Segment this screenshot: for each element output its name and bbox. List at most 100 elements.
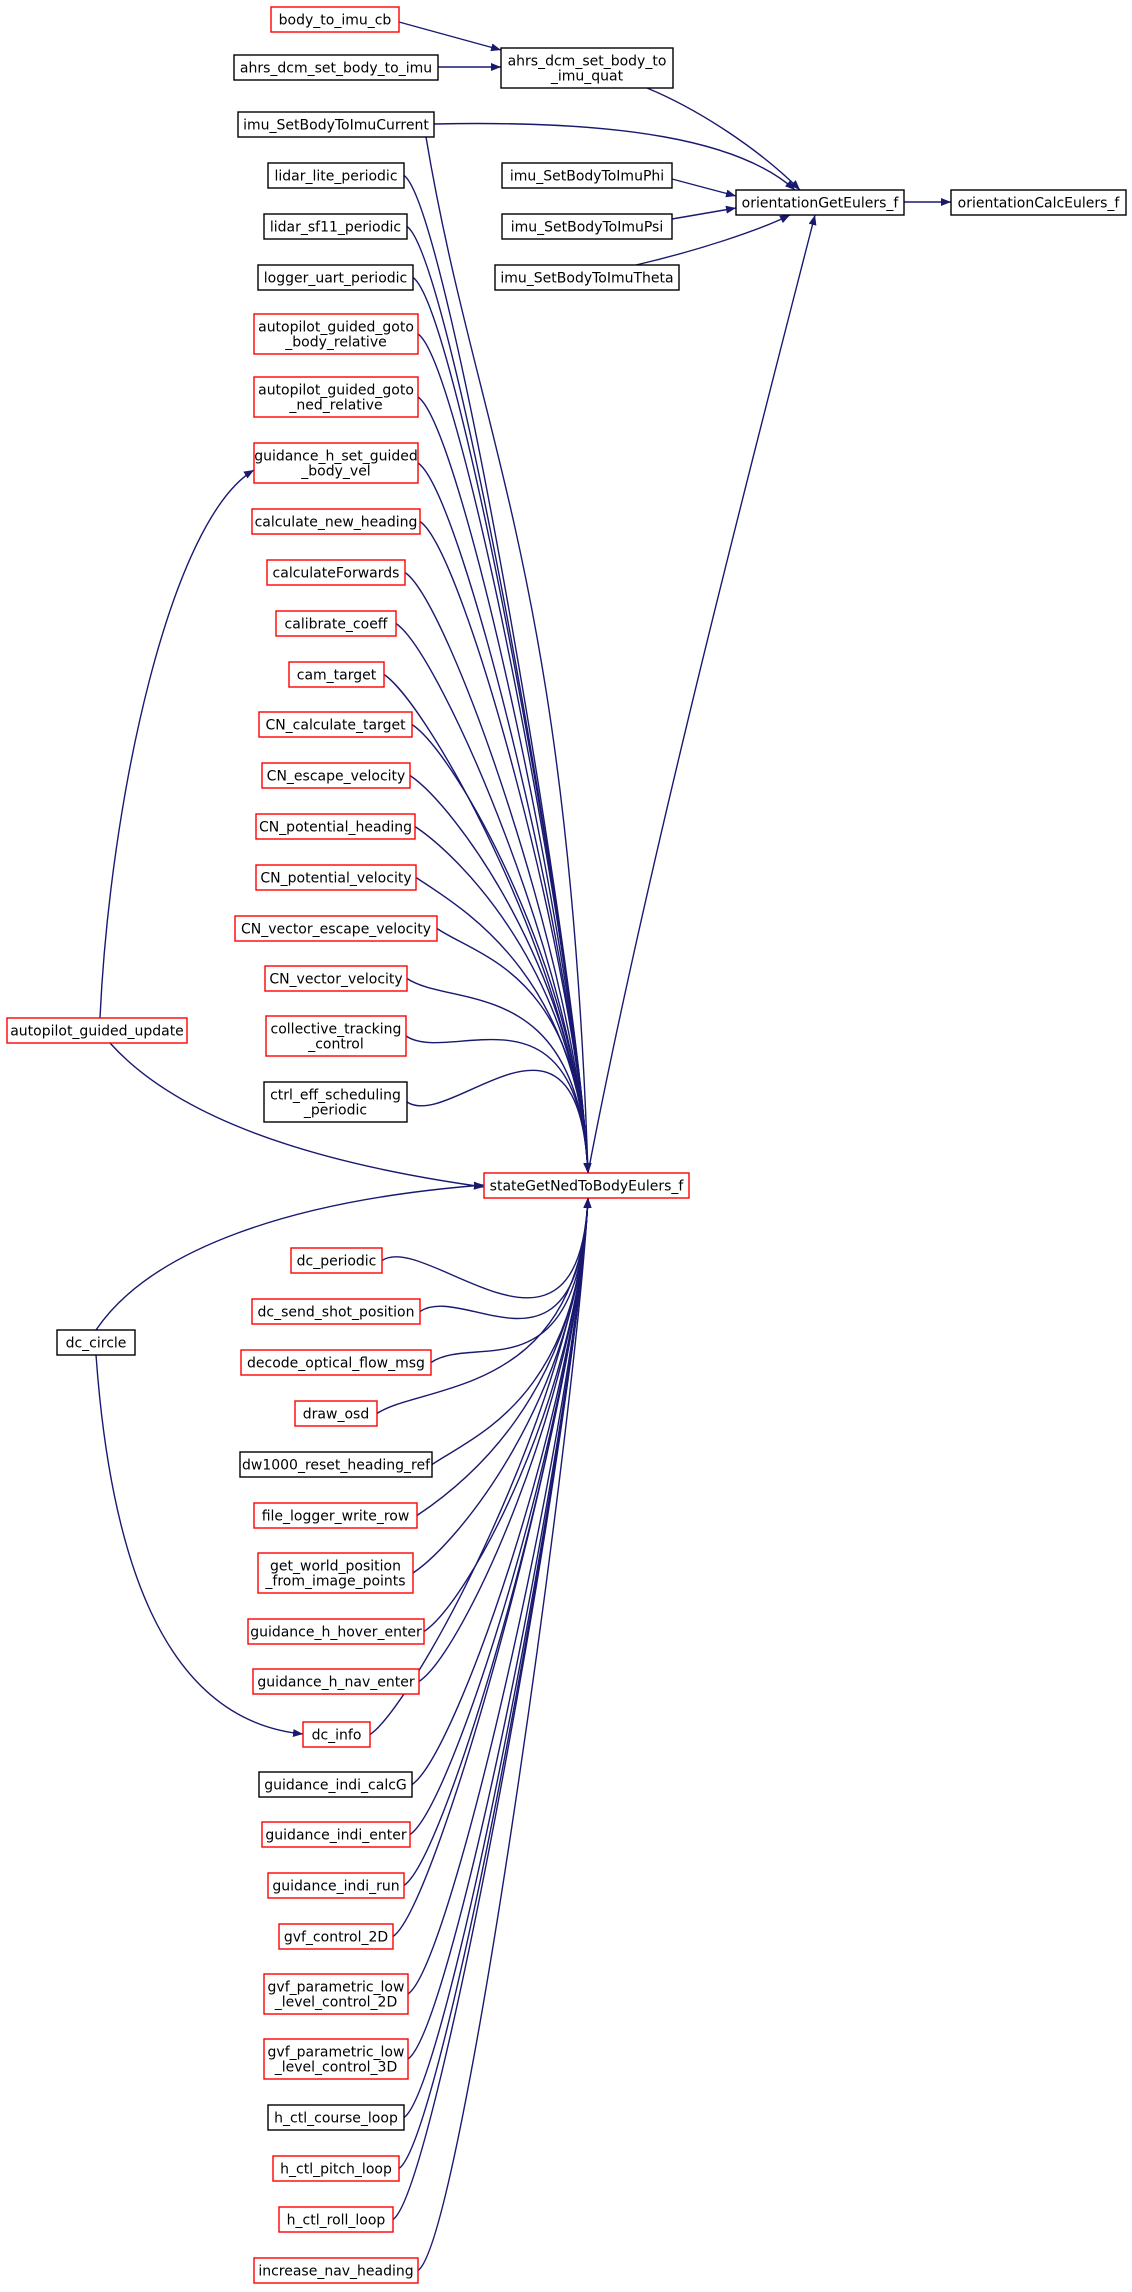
node-orientation-calc-eulers-f[interactable]: orientationCalcEulers_f xyxy=(950,189,1127,216)
node-decode-optical-flow-msg[interactable]: decode_optical_flow_msg xyxy=(240,1349,432,1376)
node-ahrs-dcm-set-body-to-imu[interactable]: ahrs_dcm_set_body_to_imu xyxy=(233,54,439,81)
node-label: h_ctl_course_loop xyxy=(274,2111,398,2127)
node-guidance-h-set-guided-body-vel[interactable]: guidance_h_set_guided_body_vel xyxy=(253,442,419,484)
node-label: autopilot_guided_update xyxy=(10,1024,184,1040)
node-label: guidance_indi_calcG xyxy=(264,1778,407,1794)
node-draw-osd[interactable]: draw_osd xyxy=(294,1400,378,1427)
node-label: _from_image_points xyxy=(264,1574,405,1590)
node-calculate-forwards[interactable]: calculateForwards xyxy=(266,559,406,586)
node-imu-set-body-to-imu-current[interactable]: imu_SetBodyToImuCurrent xyxy=(237,111,435,138)
node-imu-set-body-to-imu-psi[interactable]: imu_SetBodyToImuPsi xyxy=(501,213,673,240)
node-label: lidar_sf11_periodic xyxy=(270,220,401,236)
node-collective-tracking-control[interactable]: collective_tracking_control xyxy=(265,1015,407,1057)
node-h-ctl-roll-loop[interactable]: h_ctl_roll_loop xyxy=(278,2206,394,2233)
node-box xyxy=(267,1872,405,1899)
node-cn-potential-velocity[interactable]: CN_potential_velocity xyxy=(255,864,417,891)
node-box xyxy=(288,661,385,688)
node-lidar-sf11-periodic[interactable]: lidar_sf11_periodic xyxy=(263,213,408,240)
node-cn-potential-heading[interactable]: CN_potential_heading xyxy=(255,813,416,840)
node-autopilot-guided-goto-body-relative[interactable]: autopilot_guided_goto_body_relative xyxy=(253,313,419,355)
edge-body-to-imu-cb-to-ahrs-dcm-set-body-to-imu-quat xyxy=(398,21,502,52)
node-label: calculateForwards xyxy=(273,566,400,582)
node-label: cam_target xyxy=(297,668,377,684)
node-label: imu_SetBodyToImuCurrent xyxy=(243,118,429,134)
node-guidance-indi-enter[interactable]: guidance_indi_enter xyxy=(261,1821,411,1848)
node-box xyxy=(258,1771,413,1798)
node-gvf-control-2-d[interactable]: gvf_control_2D xyxy=(278,1923,394,1950)
node-label: _body_vel xyxy=(300,464,370,480)
node-box xyxy=(267,162,405,189)
nodes-layer: orientationCalcEulers_f orientationGetEul… xyxy=(6,6,1127,2284)
node-calibrate-coeff[interactable]: calibrate_coeff xyxy=(275,610,397,637)
node-lidar-lite-periodic[interactable]: lidar_lite_periodic xyxy=(267,162,405,189)
node-label: _control xyxy=(307,1037,364,1053)
node-cn-vector-velocity[interactable]: CN_vector_velocity xyxy=(264,965,408,992)
node-dw1000-reset-heading-ref[interactable]: dw1000_reset_heading_ref xyxy=(239,1451,433,1478)
node-label: draw_osd xyxy=(303,1407,369,1423)
node-cam-target[interactable]: cam_target xyxy=(288,661,385,688)
node-label: calibrate_coeff xyxy=(285,617,388,633)
node-label: guidance_h_hover_enter xyxy=(250,1625,422,1641)
node-dc-circle[interactable]: dc_circle xyxy=(56,1329,136,1356)
edge-calculate-forwards-to-state-get-ned-to-body-eulers-f xyxy=(404,571,592,1174)
edge-dc-info-to-state-get-ned-to-body-eulers-f xyxy=(369,1197,592,1736)
node-box xyxy=(270,6,400,33)
node-label: h_ctl_pitch_loop xyxy=(280,2162,392,2178)
node-box xyxy=(265,1015,407,1057)
node-label: decode_optical_flow_msg xyxy=(247,1356,425,1372)
node-body-to-imu-cb[interactable]: body_to_imu_cb xyxy=(270,6,400,33)
node-increase-nav-heading[interactable]: increase_nav_heading xyxy=(253,2257,419,2284)
node-dc-info[interactable]: dc_info xyxy=(302,1721,371,1748)
node-label: guidance_indi_enter xyxy=(265,1828,406,1844)
node-box xyxy=(255,864,417,891)
node-label: collective_tracking xyxy=(271,1022,402,1038)
node-box xyxy=(253,313,419,355)
node-dc-send-shot-position[interactable]: dc_send_shot_position xyxy=(251,1298,421,1325)
node-get-world-position-from-image-points[interactable]: get_world_position_from_image_points xyxy=(257,1552,414,1594)
node-state-get-ned-to-body-eulers-f[interactable]: stateGetNedToBodyEulers_f xyxy=(483,1172,690,1199)
node-ctrl-eff-scheduling-periodic[interactable]: ctrl_eff_scheduling_periodic xyxy=(263,1081,408,1123)
node-box xyxy=(255,813,416,840)
node-box xyxy=(278,1923,394,1950)
node-label: increase_nav_heading xyxy=(258,2264,413,2280)
edge-gvf-parametric-low-level-control-2-d-to-state-get-ned-to-body-eulers-f xyxy=(407,1197,592,1995)
node-file-logger-write-row[interactable]: file_logger_write_row xyxy=(253,1502,418,1529)
edge-cn-potential-velocity-to-state-get-ned-to-body-eulers-f xyxy=(415,876,592,1174)
node-cn-calculate-target[interactable]: CN_calculate_target xyxy=(258,711,413,738)
node-box xyxy=(239,1451,433,1478)
node-box xyxy=(234,915,438,942)
node-gvf-parametric-low-level-control-3-d[interactable]: gvf_parametric_low_level_control_3D xyxy=(263,2038,409,2080)
node-box xyxy=(251,508,421,535)
node-cn-escape-velocity[interactable]: CN_escape_velocity xyxy=(261,762,411,789)
node-box xyxy=(483,1172,690,1199)
node-guidance-h-hover-enter[interactable]: guidance_h_hover_enter xyxy=(247,1618,425,1645)
node-orientation-get-eulers-f[interactable]: orientationGetEulers_f xyxy=(735,189,905,216)
node-autopilot-guided-goto-ned-relative[interactable]: autopilot_guided_goto_ned_relative xyxy=(253,376,419,418)
node-box xyxy=(272,2155,400,2182)
node-h-ctl-course-loop[interactable]: h_ctl_course_loop xyxy=(267,2104,405,2131)
node-dc-periodic[interactable]: dc_periodic xyxy=(290,1247,383,1274)
node-box xyxy=(251,1298,421,1325)
node-imu-set-body-to-imu-phi[interactable]: imu_SetBodyToImuPhi xyxy=(501,162,673,189)
node-box xyxy=(252,1668,420,1695)
edge-ctrl-eff-scheduling-periodic-to-state-get-ned-to-body-eulers-f xyxy=(406,1069,592,1174)
node-imu-set-body-to-imu-theta[interactable]: imu_SetBodyToImuTheta xyxy=(494,264,680,291)
edge-increase-nav-heading-to-state-get-ned-to-body-eulers-f xyxy=(417,1197,592,2272)
node-box xyxy=(56,1329,136,1356)
node-autopilot-guided-update[interactable]: autopilot_guided_update xyxy=(6,1017,188,1044)
node-guidance-indi-run[interactable]: guidance_indi_run xyxy=(267,1872,405,1899)
node-box xyxy=(290,1247,383,1274)
node-h-ctl-pitch-loop[interactable]: h_ctl_pitch_loop xyxy=(272,2155,400,2182)
node-box xyxy=(264,965,408,992)
node-calculate-new-heading[interactable]: calculate_new_heading xyxy=(251,508,421,535)
node-label: logger_uart_periodic xyxy=(264,271,407,287)
node-gvf-parametric-low-level-control-2-d[interactable]: gvf_parametric_low_level_control_2D xyxy=(263,1973,409,2015)
node-logger-uart-periodic[interactable]: logger_uart_periodic xyxy=(257,264,414,291)
node-cn-vector-escape-velocity[interactable]: CN_vector_escape_velocity xyxy=(234,915,438,942)
node-guidance-indi-calc-g[interactable]: guidance_indi_calcG xyxy=(258,1771,413,1798)
node-ahrs-dcm-set-body-to-imu-quat[interactable]: ahrs_dcm_set_body_to_imu_quat xyxy=(500,47,674,89)
node-guidance-h-nav-enter[interactable]: guidance_h_nav_enter xyxy=(252,1668,420,1695)
edge-cn-vector-escape-velocity-to-state-get-ned-to-body-eulers-f xyxy=(436,927,592,1174)
edge-gvf-control-2-d-to-state-get-ned-to-body-eulers-f xyxy=(392,1197,592,1938)
